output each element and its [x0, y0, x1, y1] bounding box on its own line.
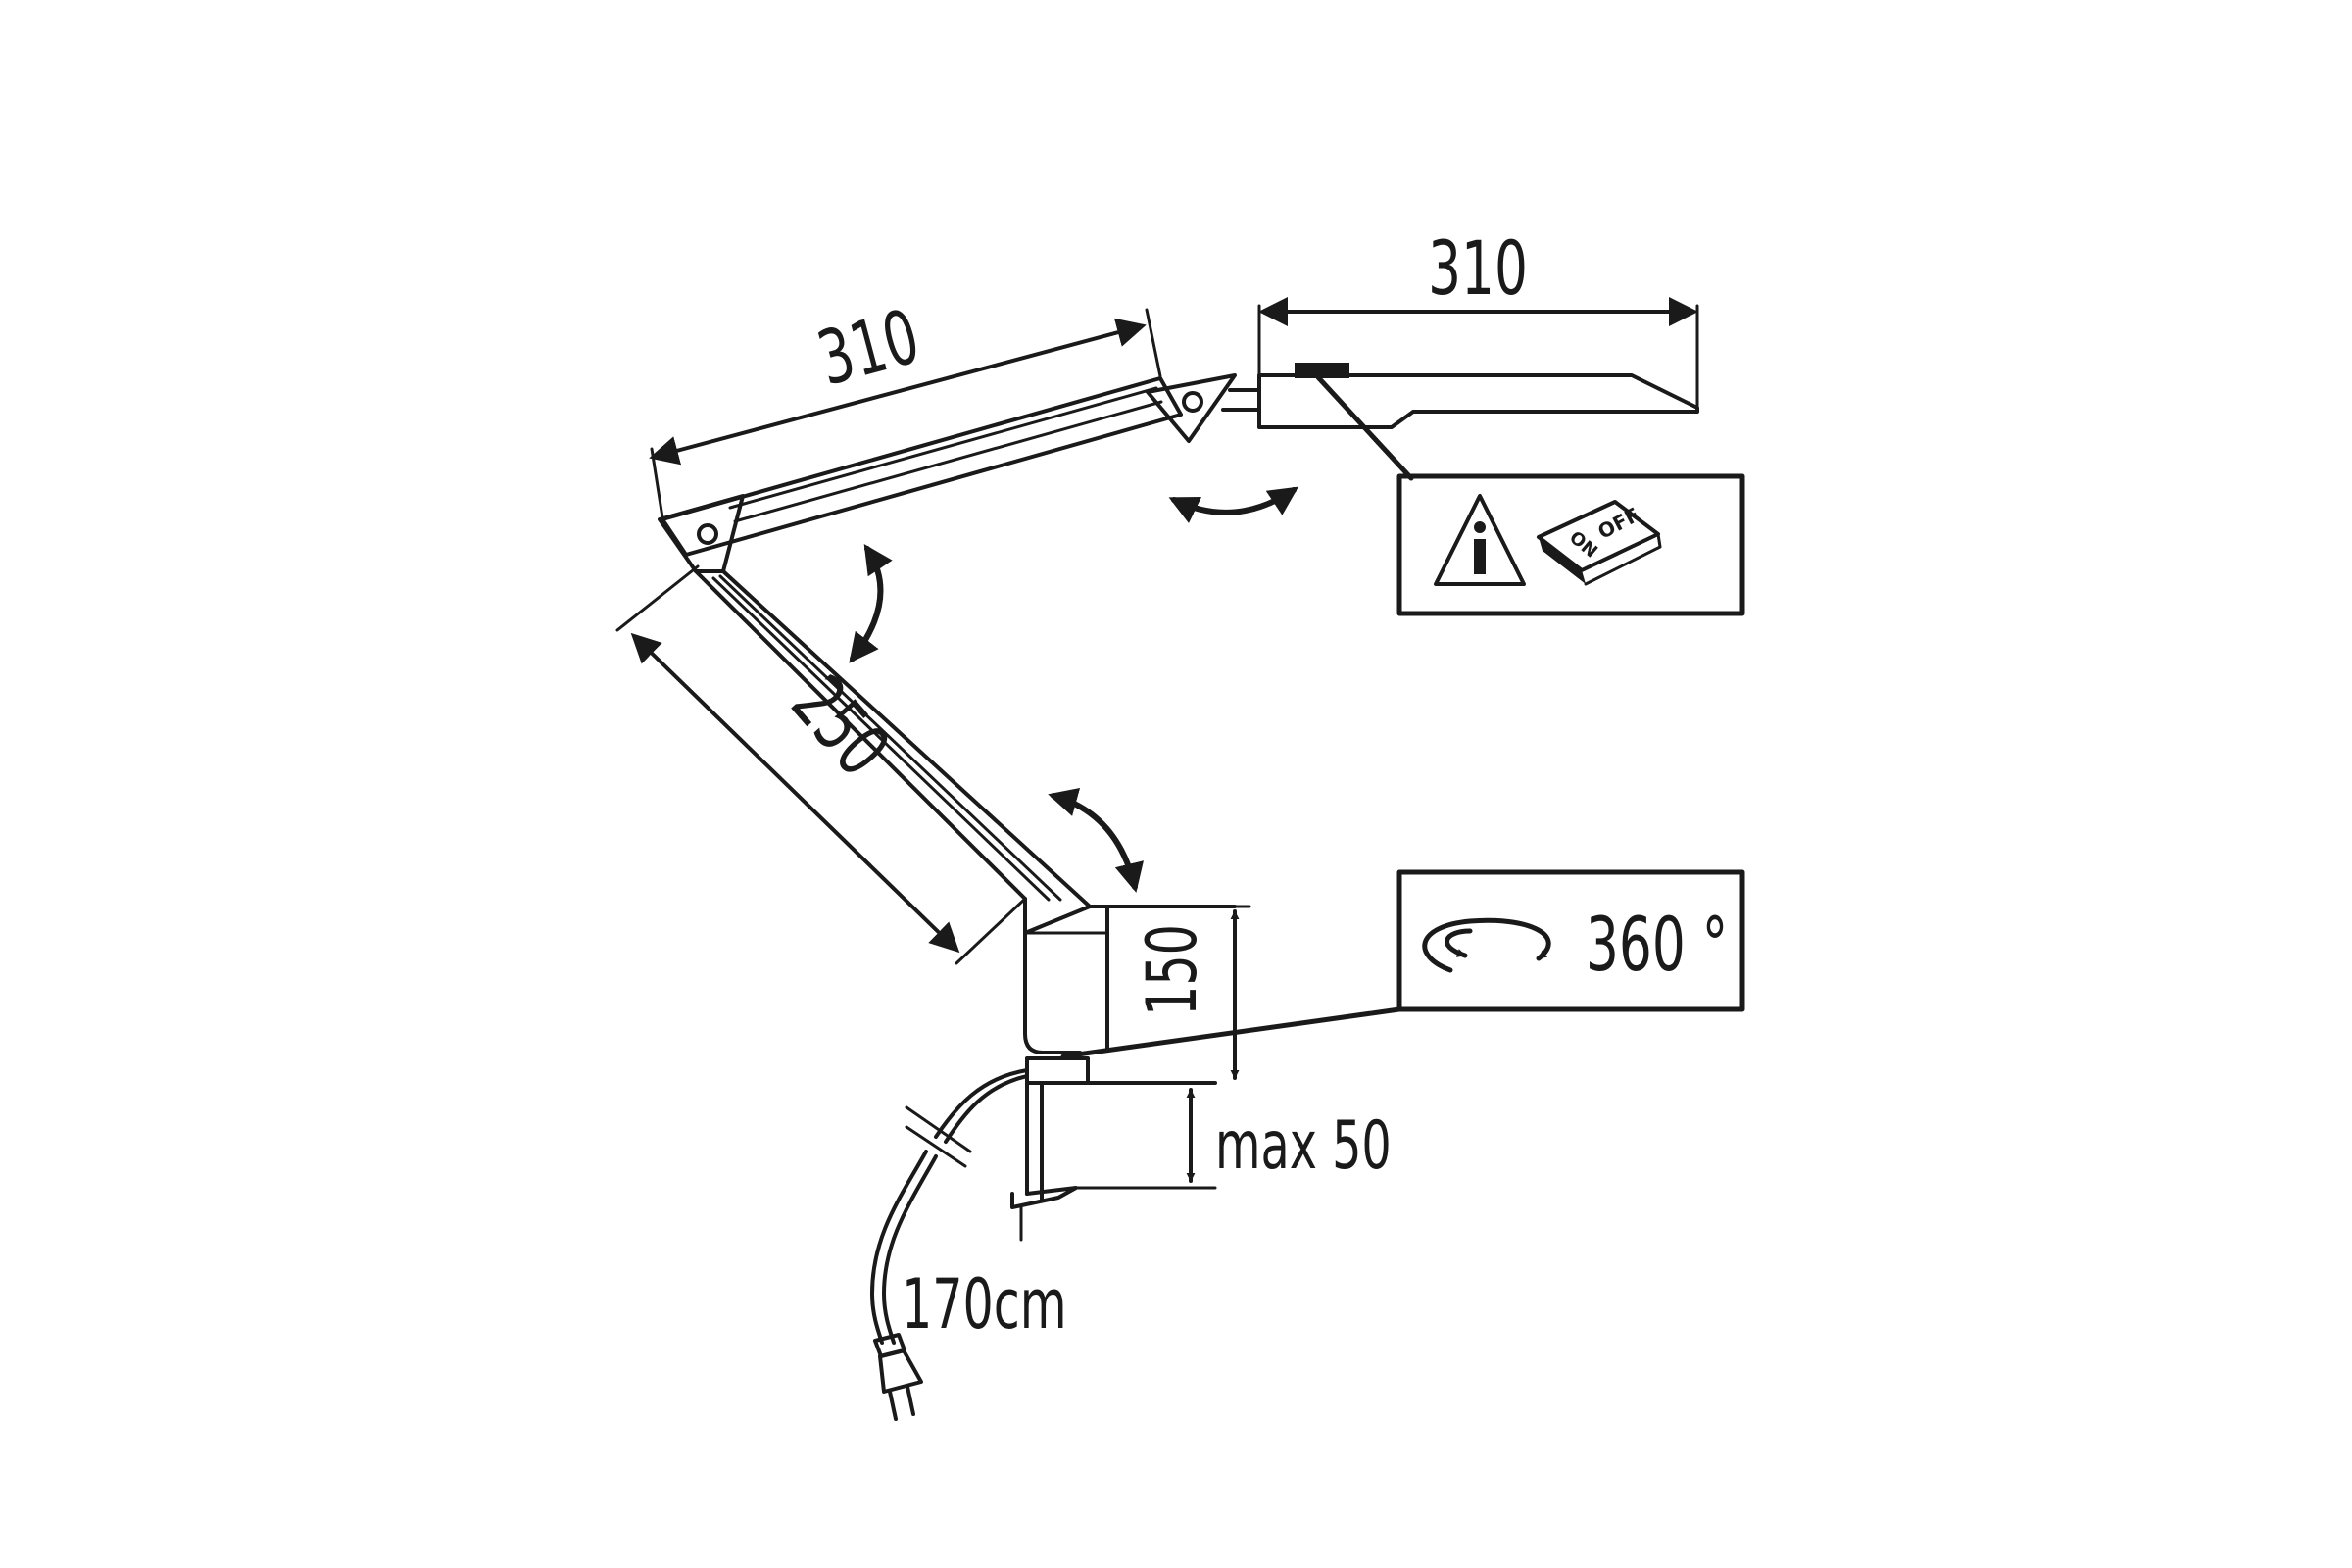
lamp-base: [1010, 897, 1237, 1242]
lamp-head: [1257, 304, 1699, 429]
upper-arm-dimension: 310: [649, 294, 1162, 519]
base-height-dimension: 150: [1132, 905, 1251, 1080]
lamp-head-dimension: 310: [1258, 226, 1698, 326]
info-warning-icon: [1434, 494, 1526, 586]
clamp-max-dimension: max 50: [1186, 1088, 1392, 1185]
base-rotation-arrow: [1048, 787, 1144, 893]
base-height-label: 150: [1132, 924, 1211, 1016]
head-tilt-arrow: [1168, 486, 1298, 523]
elbow-rotation-arrow: [849, 543, 893, 663]
switch-callout: OFF ON: [1315, 374, 1745, 616]
switch-marker: [1295, 363, 1349, 378]
rotation-label: 360 °: [1586, 903, 1728, 989]
lamp-head-length-label: 310: [1428, 226, 1528, 313]
power-cable: 170cm: [870, 1068, 1067, 1345]
on-off-switch-icon: OFF ON: [1537, 500, 1662, 586]
upper-arm: [658, 373, 1237, 573]
plug-icon: [873, 1333, 923, 1421]
cable-length-label: 170cm: [902, 1264, 1067, 1344]
lower-arm-dimension: 250: [615, 564, 1027, 965]
head-connector: [1221, 388, 1261, 412]
lower-arm-length-label: 250: [774, 661, 905, 793]
clamp-max-label: max 50: [1215, 1107, 1392, 1185]
switch-on-label: ON: [1565, 527, 1601, 563]
rotation-callout: 360 °: [1060, 869, 1745, 1059]
rotation-icon: [1422, 917, 1551, 973]
